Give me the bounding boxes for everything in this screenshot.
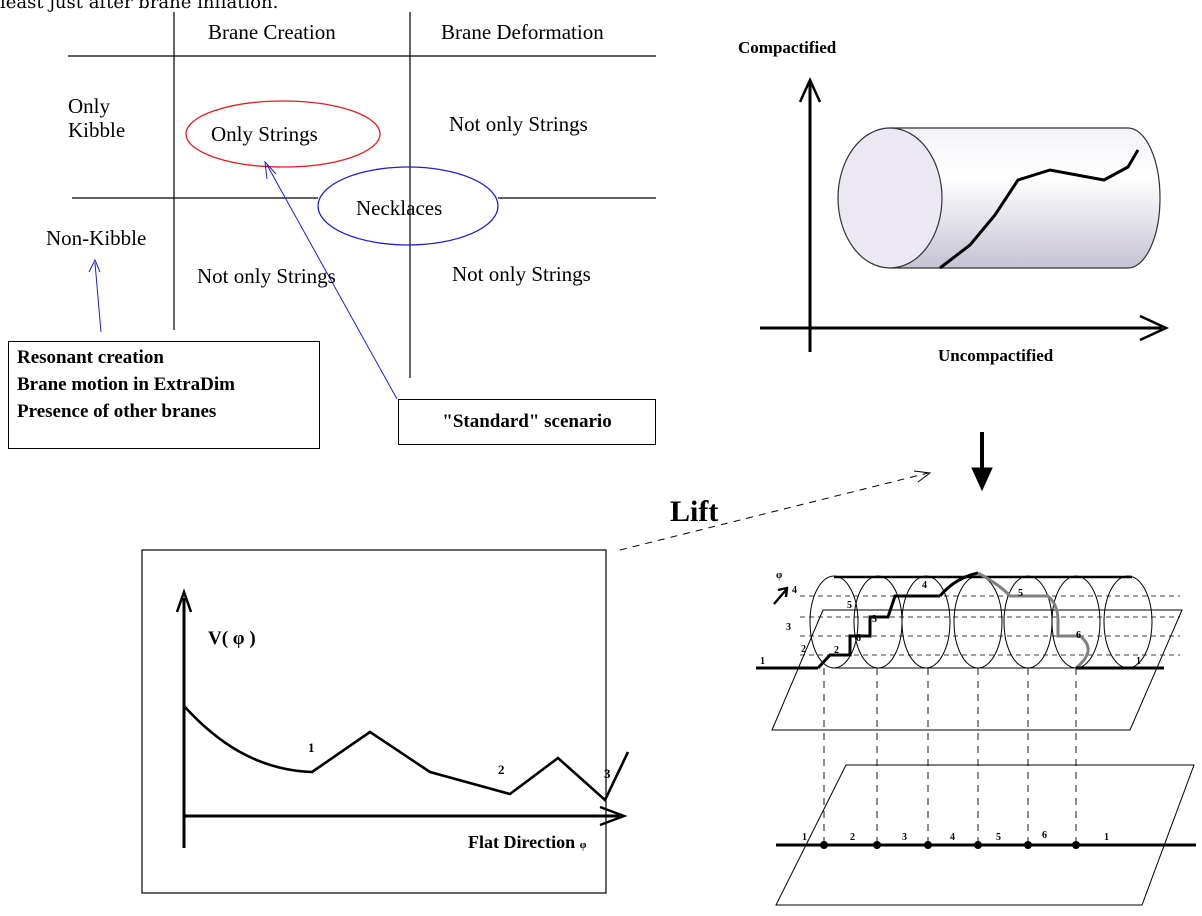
lift-arrow — [619, 470, 932, 551]
cell-nonkibble-creation: Not only Strings — [197, 264, 336, 288]
cylinder-curve — [939, 149, 1140, 270]
necklaces-label: Necklaces — [356, 196, 443, 220]
standard-scenario-box: "Standard" scenario — [398, 399, 656, 445]
col-header-brane-creation: Brane Creation — [208, 20, 336, 44]
line-label-1b: 1 — [1104, 832, 1109, 843]
box-line-other-branes: Presence of other branes — [17, 401, 217, 422]
table-grid — [68, 12, 656, 378]
level-label-3: 3 — [786, 622, 791, 633]
level-label-4: 4 — [792, 585, 797, 596]
lift-phi-label: φ — [776, 570, 783, 581]
potential-box — [141, 549, 607, 894]
cylinder-ylabel: Compactified — [738, 38, 837, 57]
box-line-resonant: Resonant creation — [17, 347, 164, 368]
level-label-2b: 2 — [834, 645, 839, 656]
line-label-1: 1 — [802, 832, 807, 843]
cylinder-body — [837, 127, 1161, 269]
flat-line-dots — [820, 841, 1080, 849]
col-header-brane-deformation: Brane Deformation — [441, 20, 604, 44]
cylinder-xlabel: Uncompactified — [938, 346, 1054, 365]
line-label-6: 6 — [1042, 830, 1047, 841]
potential-xlabel: Flat Direction φ — [468, 832, 587, 853]
box-line-brane-motion: Brane motion in ExtraDim — [17, 374, 235, 395]
potential-xlabel-text: Flat Direction — [468, 832, 576, 852]
lift-label: Lift — [670, 495, 719, 528]
potential-curve — [183, 705, 630, 803]
level-label-1b: 1 — [1136, 656, 1141, 667]
level-label-6b: 6 — [1076, 630, 1081, 641]
nonkibble-arrow — [88, 258, 102, 333]
minimum-label-3: 3 — [604, 766, 611, 781]
lift-plane-lower — [775, 764, 1195, 906]
cylinder-axes — [760, 76, 1169, 352]
line-label-3: 3 — [902, 832, 907, 843]
cell-kibble-deformation: Not only Strings — [449, 112, 588, 136]
potential-ylabel: V( φ ) — [208, 628, 256, 649]
lift-plane-upper — [771, 609, 1183, 731]
down-arrow — [971, 432, 993, 492]
lift-path — [756, 571, 1164, 670]
phi-arrow — [773, 586, 789, 605]
level-label-1: 1 — [760, 656, 765, 667]
line-label-5: 5 — [996, 832, 1001, 843]
line-label-4: 4 — [950, 832, 955, 843]
level-label-3b: 3 — [872, 614, 877, 625]
level-label-5: 5 — [847, 600, 852, 611]
level-label-5b: 5 — [1018, 588, 1023, 599]
minimum-label-1: 1 — [308, 740, 315, 755]
lift-circles — [809, 575, 1153, 669]
row-header-non-kibble: Non-Kibble — [46, 226, 147, 250]
standard-arrow — [264, 160, 398, 400]
nonkibble-causes-box: Resonant creation Brane motion in ExtraD… — [8, 341, 320, 449]
necklaces-ellipse — [317, 166, 499, 246]
level-label-4b: 4 — [922, 580, 927, 591]
potential-xlabel-symbol: φ — [579, 839, 587, 851]
projection-lines — [823, 668, 1077, 845]
level-label-2: 2 — [801, 644, 806, 655]
line-label-2: 2 — [850, 832, 855, 843]
cell-only-strings: Only Strings — [211, 122, 318, 146]
only-strings-ellipse — [185, 100, 381, 168]
potential-axes — [175, 588, 628, 848]
level-label-6: 6 — [856, 633, 861, 644]
row-header-only-kibble: Only Kibble — [68, 94, 126, 142]
cell-nonkibble-deformation: Not only Strings — [452, 262, 591, 286]
minimum-label-2: 2 — [498, 762, 505, 777]
figure-caption: least just after brane inflation. — [0, 0, 279, 13]
